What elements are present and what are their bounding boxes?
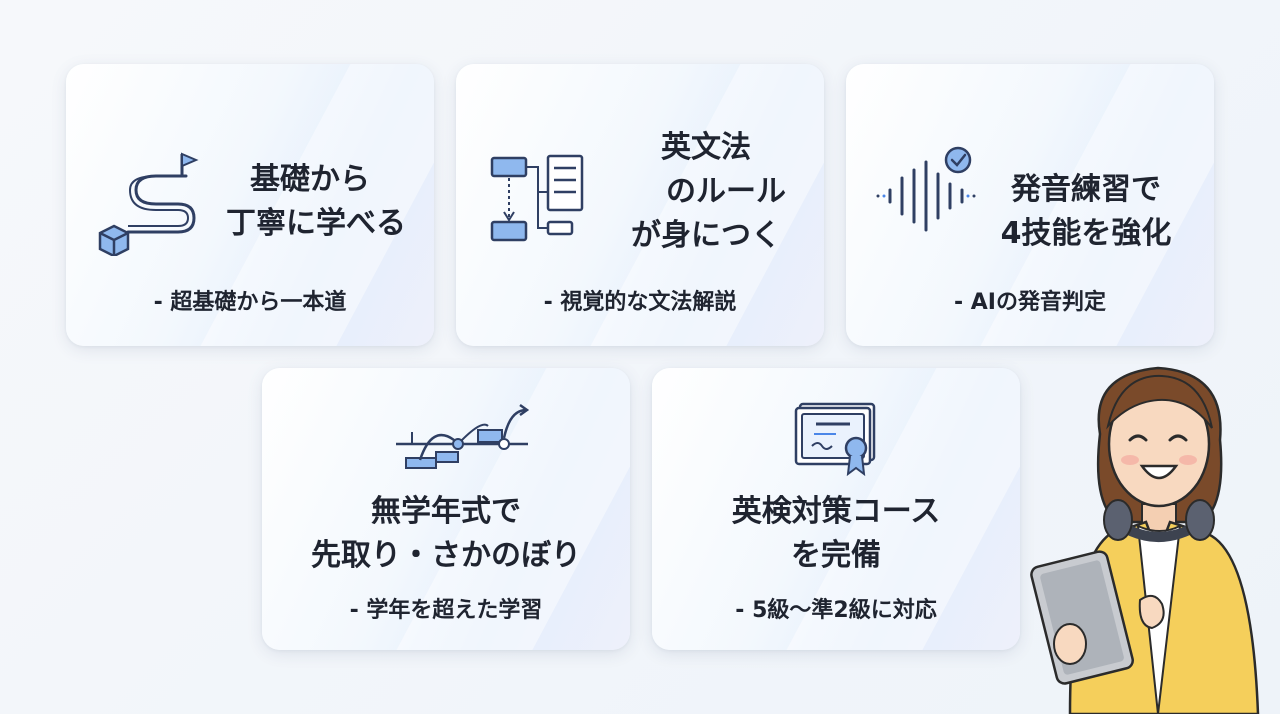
card-subtitle: - 5級〜準2級に対応 — [735, 598, 937, 623]
grammar-diagram-icon — [490, 154, 584, 242]
card-title: 英文法 のルール が身につく — [631, 130, 786, 253]
card-subtitle: - 学年を超えた学習 — [349, 598, 543, 623]
feature-card-pronunciation: 発音練習で 4技能を強化 - AIの発音判定 — [846, 64, 1214, 346]
card-subtitle: - 視覚的な文法解説 — [543, 290, 737, 315]
certificate-icon — [794, 402, 876, 477]
sound-wave-check-icon — [876, 146, 976, 232]
card-title: 基礎から 丁寧に学べる — [226, 162, 406, 241]
feature-card-gradeless: 無学年式で 先取り・さかのぼり - 学年を超えた学習 — [262, 368, 630, 650]
feature-card-grammar: 英文法 のルール が身につく - 視覚的な文法解説 — [456, 64, 824, 346]
feature-card-basics: 基礎から 丁寧に学べる - 超基礎から一本道 — [66, 64, 434, 346]
card-title: 発音練習で 4技能を強化 — [1000, 172, 1172, 251]
card-subtitle: - 超基礎から一本道 — [153, 290, 347, 315]
card-subtitle: - AIの発音判定 — [953, 290, 1106, 315]
feature-card-eiken: 英検対策コース を完備 - 5級〜準2級に対応 — [652, 368, 1020, 650]
student-illustration — [1030, 366, 1260, 714]
card-title: 無学年式で 先取り・さかのぼり — [311, 494, 581, 573]
step-jump-icon — [396, 403, 530, 469]
card-title: 英検対策コース を完備 — [731, 494, 941, 573]
path-flag-icon — [98, 152, 199, 256]
